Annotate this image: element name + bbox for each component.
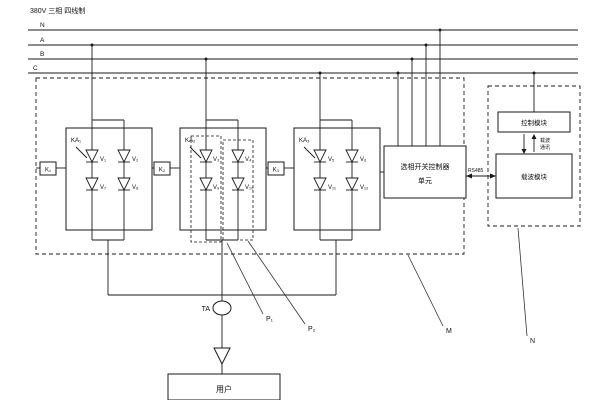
thyristor-label: V₅	[328, 157, 335, 163]
thyristor-label: V₁₂	[360, 185, 369, 191]
controller-title-line2: 单元	[418, 176, 432, 185]
callout-p2: P₂	[308, 326, 316, 333]
thyristor-label: V₇	[100, 185, 106, 191]
controller-title-line1: 选相开关控制器	[401, 162, 450, 171]
relay-coil-label: KA₂	[185, 138, 196, 144]
thyristor-label: V₁	[100, 157, 106, 163]
callout-m: M	[446, 328, 452, 335]
bus-lines: N A B C	[28, 22, 578, 74]
contact-symbol	[75, 146, 88, 159]
thyristor-label: V₂	[132, 157, 139, 163]
thyristor-icon	[313, 177, 327, 192]
thyristor-label: V₁₀	[245, 185, 254, 191]
thyristor-icon	[345, 177, 359, 192]
carrier-module-label: 载波模块	[521, 172, 548, 181]
arrow-down-icon	[213, 347, 231, 366]
controller-unit: 选相开关控制器 单元	[380, 28, 467, 199]
thyristor-icon	[345, 149, 359, 164]
carrier-comm-label-2: 通讯	[540, 144, 550, 151]
rs485-label: RS485	[468, 168, 484, 174]
switch-group-2: KA₂ V₃ V₉ V₄ V₁₀ K₂	[152, 57, 267, 295]
bus-label-c: C	[33, 65, 38, 72]
switch-group-1: KA₁ V₁ V₇ V₂ V₈ K₁	[36, 43, 153, 295]
contact-box-label: K₃	[273, 168, 280, 174]
thyristor-label: V₉	[213, 185, 220, 191]
thyristor-label: V₃	[213, 157, 220, 163]
relay-coil-label: KA₁	[71, 138, 81, 144]
contact-box	[39, 161, 57, 176]
thyristor-icon	[313, 149, 327, 164]
thyristor-icon	[199, 177, 213, 192]
thyristor-icon	[231, 149, 245, 164]
contact-box	[153, 161, 171, 176]
thyristor-icon	[117, 177, 131, 192]
probe-zone-1	[190, 135, 222, 243]
load-box	[167, 373, 281, 400]
rs485-link: RS485	[466, 168, 496, 179]
bus-label-a: A	[40, 37, 45, 44]
schematic-title: 380V 三相 四线制	[30, 6, 85, 15]
thyristor-icon	[85, 149, 99, 164]
thyristor-icon	[117, 149, 131, 164]
callouts: P₁ P₂ M N	[226, 227, 535, 345]
output-circuit: TA 用户	[108, 294, 336, 400]
contact-symbol	[189, 146, 202, 159]
switch-group-3: KA₃ V₅ V₁₁ V₆ V₁₂ K₃	[266, 71, 381, 295]
callout-n: N	[530, 338, 535, 345]
ta-label: TA	[202, 306, 211, 313]
thyristor-label: V₄	[245, 157, 252, 163]
switch-module-boundary	[35, 77, 465, 255]
callout-p1: P₁	[266, 316, 274, 323]
current-transformer-icon	[212, 300, 232, 316]
contact-box	[267, 161, 285, 176]
contact-box-label: K₂	[159, 168, 166, 174]
thyristor-icon	[199, 149, 213, 164]
control-module-label: 控制模块	[521, 118, 548, 127]
bus-label-b: B	[40, 51, 44, 58]
relay-coil-label: KA₃	[299, 138, 310, 144]
contact-symbol	[303, 146, 316, 159]
carrier-comm-label-1: 载波	[540, 137, 550, 144]
bus-label-n: N	[40, 22, 45, 29]
load-label: 用户	[216, 384, 232, 394]
thyristor-icon	[231, 177, 245, 192]
communication-module: 控制模块 载波 通讯 载波模块	[487, 71, 581, 227]
thyristor-icon	[85, 177, 99, 192]
contact-box-label: K₁	[45, 168, 51, 174]
thyristor-label: V₁₁	[328, 185, 336, 191]
thyristor-label: V₈	[132, 185, 139, 191]
thyristor-label: V₆	[360, 157, 367, 163]
